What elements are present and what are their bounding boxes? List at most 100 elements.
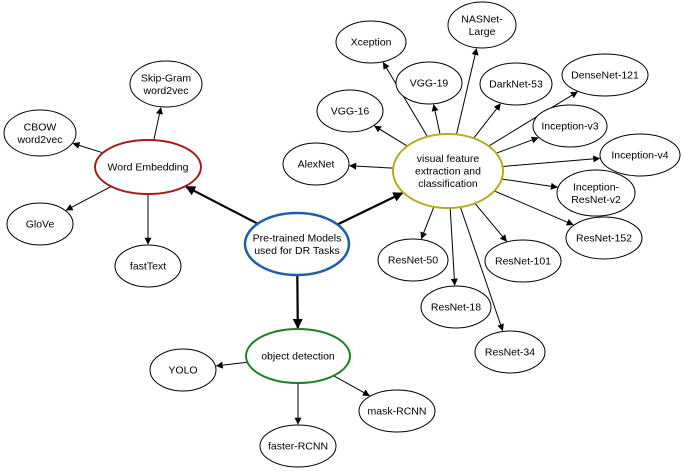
edges-layer (65, 48, 601, 425)
leaf-node-alexnet: AlexNet (282, 142, 350, 186)
vgg16-label-line-1: VGG-16 (331, 106, 370, 118)
edge-word-to-cbow (72, 142, 104, 154)
leaf-node-vgg19: VGG-19 (395, 61, 463, 105)
edge-visual-to-resnet50 (420, 206, 435, 240)
cbow-ellipse (3, 109, 77, 157)
root-label-line-1: Pre-trained Models (253, 232, 342, 244)
cbow-label-line-2: word2vec (17, 134, 63, 146)
word-ellipse (94, 139, 202, 195)
resnet152-label-line-1: ResNet-152 (576, 233, 632, 245)
edge-object-to-maskrcnn (333, 375, 370, 397)
yolo-ellipse (149, 348, 217, 392)
nasnet-label-line-1: NASNet- (461, 13, 503, 25)
leaf-node-resnet152: ResNet-152 (565, 216, 643, 260)
object-label-line-1: object detection (261, 351, 335, 363)
visual-label-line-2: extraction and (415, 166, 481, 178)
inceptionv4-ellipse (599, 133, 681, 177)
leaf-node-resnet101: ResNet-101 (484, 239, 562, 283)
resnet101-label-line-1: ResNet-101 (495, 256, 551, 268)
edge-root-to-word (185, 185, 259, 225)
root-label-line-2: used for DR Tasks (254, 245, 340, 257)
edge-visual-to-vgg16 (374, 125, 408, 147)
xception-ellipse (335, 20, 407, 64)
darknet-label-line-1: DarkNet-53 (489, 79, 543, 91)
edge-visual-to-resnet18 (449, 207, 458, 286)
hub-node-word: Word Embedding (94, 139, 202, 195)
fasterrcnn-label-line-1: faster-RCNN (268, 441, 328, 453)
edge-visual-to-resnet101 (474, 202, 507, 242)
leaf-node-yolo: YOLO (149, 348, 217, 392)
resnet18-ellipse (420, 285, 492, 329)
alexnet-ellipse (282, 142, 350, 186)
edge-root-to-visual (336, 192, 404, 226)
edge-visual-to-nasnet (456, 48, 479, 135)
incresnet-ellipse (556, 169, 636, 217)
edge-visual-to-darknet (473, 103, 501, 139)
leaf-node-resnet34: ResNet-34 (474, 330, 546, 374)
resnet34-ellipse (474, 330, 546, 374)
skipgram-label-line-2: word2vec (143, 85, 189, 97)
maskrcnn-label-line-1: mask-RCNN (368, 406, 427, 418)
leaf-node-inceptionv4: Inception-v4 (599, 133, 681, 177)
fasttext-ellipse (114, 244, 182, 288)
resnet34-label-line-1: ResNet-34 (485, 347, 535, 359)
nasnet-ellipse (447, 1, 517, 49)
inceptionv4-label-line-1: Inception-v4 (611, 150, 668, 162)
edge-word-to-glove (65, 185, 112, 211)
darknet-ellipse (479, 62, 553, 106)
maskrcnn-ellipse (358, 389, 436, 433)
root-ellipse (243, 211, 351, 277)
leaf-node-resnet18: ResNet-18 (420, 285, 492, 329)
resnet50-ellipse (377, 238, 449, 282)
densenet-label-line-1: DenseNet-121 (571, 70, 639, 82)
leaf-node-vgg16: VGG-16 (316, 89, 384, 133)
edge-visual-to-vgg19 (431, 104, 441, 135)
densenet-ellipse (561, 53, 649, 97)
leaf-node-inceptionv3: Inception-v3 (532, 104, 608, 148)
edge-visual-to-resnet152 (494, 190, 574, 226)
vgg19-ellipse (395, 61, 463, 105)
incresnet-label-line-2: ResNet-v2 (571, 194, 621, 206)
edge-visual-to-densenet (488, 91, 578, 147)
glove-label-line-1: GloVe (26, 219, 55, 231)
edge-visual-to-inceptionv3 (496, 136, 539, 154)
edge-root-to-object (292, 274, 303, 329)
alexnet-label-line-1: AlexNet (298, 159, 335, 171)
xception-label-line-1: Xception (351, 37, 392, 49)
nasnet-label-line-2: Large (469, 26, 496, 38)
leaf-node-nasnet: NASNet-Large (447, 1, 517, 49)
edge-visual-to-xception (382, 61, 428, 137)
resnet18-label-line-1: ResNet-18 (431, 302, 481, 314)
leaf-node-fasttext: fastText (114, 244, 182, 288)
edge-visual-to-incresnet (501, 178, 558, 190)
leaf-node-glove: GloVe (6, 202, 74, 246)
leaf-node-densenet: DenseNet-121 (561, 53, 649, 97)
visual-label-line-1: visual feature (417, 153, 480, 165)
leaf-node-resnet50: ResNet-50 (377, 238, 449, 282)
incresnet-label-line-1: Inception- (573, 181, 620, 193)
visual-ellipse (392, 133, 504, 209)
skipgram-ellipse (129, 60, 203, 108)
visual-label-line-3: classification (418, 178, 478, 190)
object-ellipse (245, 328, 351, 384)
vgg19-label-line-1: VGG-19 (410, 78, 449, 90)
cbow-label-line-1: CBOW (24, 121, 57, 133)
vgg16-ellipse (316, 89, 384, 133)
resnet101-ellipse (484, 239, 562, 283)
edge-word-to-skipgram (153, 107, 163, 141)
leaf-node-maskrcnn: mask-RCNN (358, 389, 436, 433)
hub-node-object: object detection (245, 328, 351, 384)
inceptionv3-ellipse (532, 104, 608, 148)
fasterrcnn-ellipse (259, 424, 337, 468)
edge-visual-to-inceptionv4 (502, 155, 601, 167)
edge-visual-to-alexnet (349, 162, 394, 170)
resnet152-ellipse (565, 216, 643, 260)
edge-visual-to-resnet34 (459, 206, 504, 332)
leaf-node-fasterrcnn: faster-RCNN (259, 424, 337, 468)
inceptionv3-label-line-1: Inception-v3 (541, 121, 598, 133)
